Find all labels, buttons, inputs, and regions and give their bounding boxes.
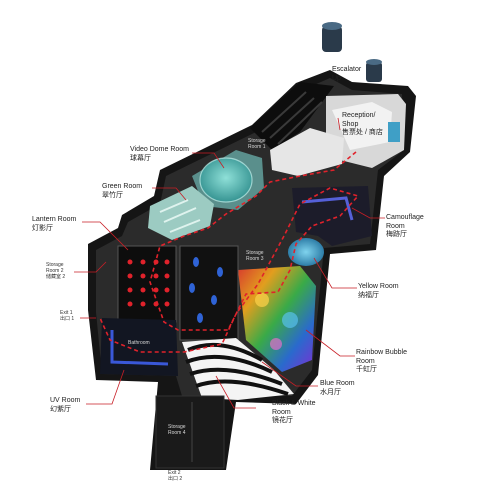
lanterns — [127, 259, 170, 307]
blue-counter — [388, 122, 400, 142]
label-green-room: Green Room 翠竹厅 — [102, 183, 143, 199]
visitor-route — [99, 151, 360, 353]
exit-2-corridor — [155, 395, 225, 469]
label-rainbow-bubble-room: Rainbow Bubble Room 千虹厅 — [356, 349, 407, 373]
label-video-dome-room: Video Dome Room 球幕厅 — [130, 146, 190, 162]
lantern-room — [117, 245, 177, 323]
label-storage-room-3: Storage Room 3 — [246, 250, 264, 262]
label-exit-1: Exit 1 出口 1 — [60, 310, 75, 322]
label-black-white-room: Black & White Room 镜花厅 — [272, 400, 316, 424]
label-yellow-room: Yellow Room 纳福厅 — [358, 283, 399, 299]
label-escalator: Escalator Up — [332, 66, 362, 82]
label-uv-room: UV Room 幻紫厅 — [50, 397, 81, 413]
label-bathroom: Bathroom — [128, 340, 150, 346]
green-room — [148, 186, 214, 240]
label-exit-2: Exit 2 出口 2 — [168, 470, 183, 482]
label-camouflage-room: Camouflage Room 梅跡厅 — [386, 214, 424, 238]
escalator-marker-top — [322, 22, 342, 52]
label-blue-room: Blue Room 水月厅 — [320, 380, 355, 396]
label-reception: Reception/ Shop 售票处 / 商店 — [342, 112, 383, 136]
label-storage-room-2: Storage Room 2 储藏室 2 — [46, 262, 66, 280]
video-dome — [200, 158, 252, 202]
escalator-marker-right — [366, 59, 382, 82]
label-storage-room-1: Storage Room 1 — [248, 138, 266, 150]
label-storage-room-4: Storage Room 4 — [168, 424, 186, 436]
callout-lines — [74, 117, 385, 409]
label-lantern-room: Lantern Room 灯影厅 — [32, 216, 77, 232]
